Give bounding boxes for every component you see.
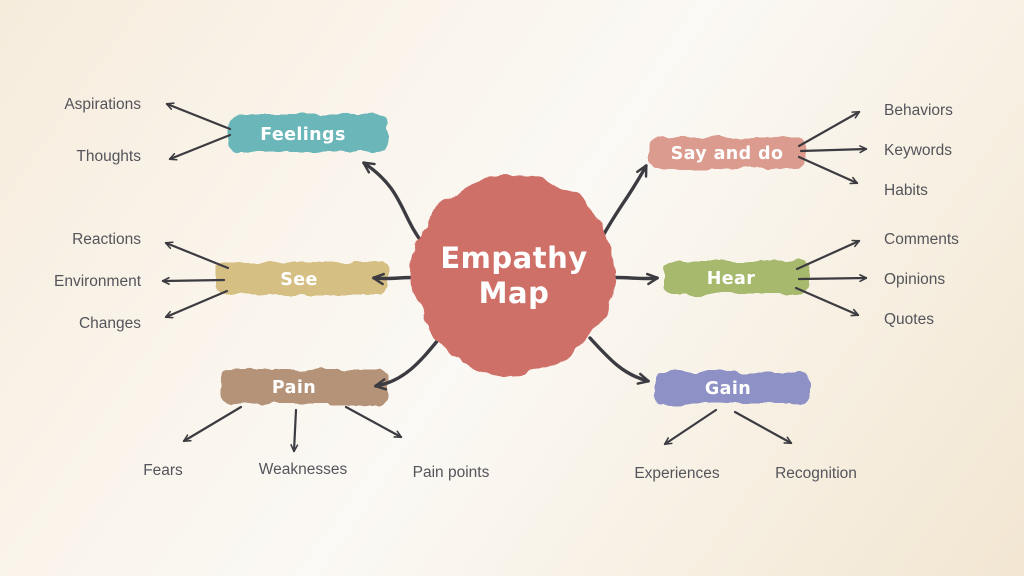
leaf-opinions: Opinions	[884, 271, 945, 288]
center-node-circle	[414, 174, 614, 374]
branch-gain-brush	[653, 372, 809, 404]
arrow-to-pain-points	[344, 405, 403, 439]
leaf-keywords: Keywords	[884, 142, 952, 159]
branch-titles: Feelings See Pain Say and do Hear Gain	[260, 125, 783, 399]
arrow-to-environment	[161, 276, 226, 285]
branch-say-and-do-brush	[649, 137, 806, 169]
arrow-to-quotes	[794, 286, 860, 317]
branch-pain-label: Pain	[272, 378, 316, 398]
leaf-environment: Environment	[54, 273, 142, 290]
branch-gain-label: Gain	[705, 379, 751, 399]
branch-feelings-label: Feelings	[260, 125, 346, 145]
leaf-weaknesses: Weaknesses	[259, 461, 348, 478]
arrow-to-keywords	[799, 145, 868, 154]
arrow-to-changes	[164, 289, 229, 319]
connector-gain	[588, 336, 650, 385]
arrow-to-opinions	[797, 274, 868, 283]
arrow-to-reactions	[164, 241, 230, 270]
center-title-line1: Empathy	[440, 241, 587, 275]
branch-nodes	[216, 114, 810, 404]
leaf-pain-points: Pain points	[413, 464, 490, 481]
arrow-to-thoughts	[168, 133, 232, 161]
arrow-to-experiences	[663, 408, 718, 446]
leaf-changes: Changes	[79, 315, 141, 332]
leaf-fears: Fears	[143, 462, 183, 479]
arrow-to-weaknesses	[290, 408, 299, 453]
leaf-habits: Habits	[884, 182, 928, 199]
arrow-to-recognition	[733, 410, 793, 445]
branch-say-and-do-label: Say and do	[671, 144, 784, 164]
branch-see-brush	[216, 262, 389, 295]
leaf-quotes: Quotes	[884, 311, 934, 328]
arrow-to-fears	[182, 405, 243, 443]
arrow-to-behaviors	[797, 110, 861, 148]
leaf-comments: Comments	[884, 231, 959, 248]
leaf-recognition: Recognition	[775, 465, 857, 482]
arrow-to-habits	[797, 155, 859, 185]
center-title-line2: Map	[479, 276, 550, 310]
arrow-to-aspirations	[165, 102, 232, 131]
connector-pain	[374, 338, 440, 391]
leaf-thoughts: Thoughts	[76, 148, 141, 165]
leaf-behaviors: Behaviors	[884, 102, 953, 119]
branch-hear-label: Hear	[707, 269, 756, 289]
arrow-to-comments	[795, 239, 861, 271]
leaf-labels: Aspirations Thoughts Reactions Environme…	[54, 96, 959, 482]
branch-hear-brush	[663, 261, 810, 294]
branch-see-label: See	[280, 270, 318, 290]
branch-feelings-brush	[229, 114, 386, 152]
leaf-experiences: Experiences	[634, 465, 720, 482]
branch-pain-brush	[221, 369, 389, 404]
leaf-reactions: Reactions	[72, 231, 141, 248]
leaf-arrows	[161, 102, 868, 453]
connector-feelings	[362, 161, 426, 247]
leaf-aspirations: Aspirations	[64, 96, 141, 113]
